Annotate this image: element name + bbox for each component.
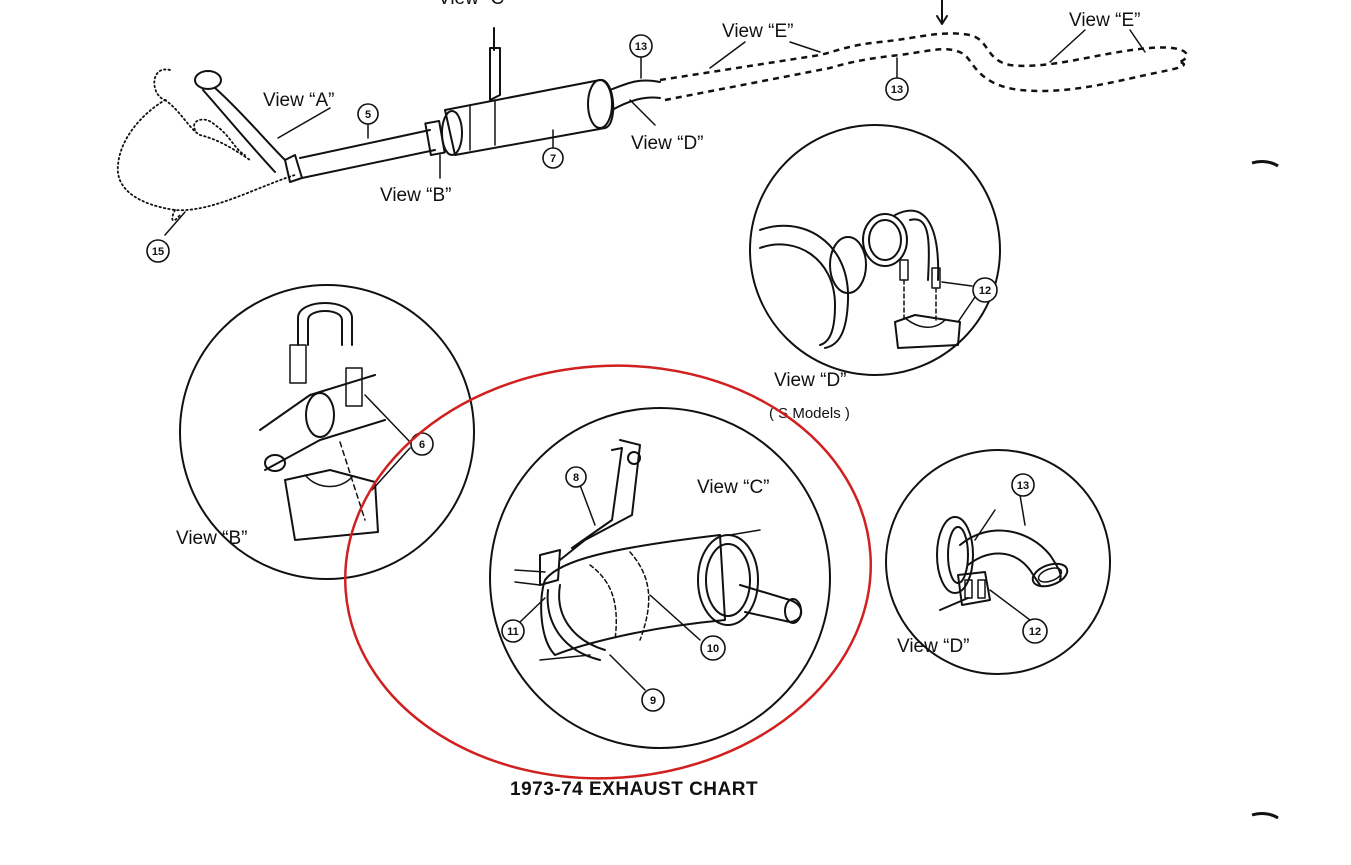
callout-10: 10 [700, 635, 726, 661]
callout-13-top: 13 [629, 34, 653, 58]
callout-13-view-d: 13 [1011, 473, 1035, 497]
callout-15: 15 [146, 239, 170, 263]
svg-text:8: 8 [573, 472, 579, 484]
edge-mark-bottom [1251, 812, 1279, 820]
svg-text:5: 5 [365, 109, 371, 121]
view-e-label-2: View “E” [1069, 10, 1140, 31]
view-d-label-top: View “D” [631, 133, 704, 154]
callout-8: 8 [565, 466, 587, 488]
view-d-s-models-detail: 12 View “D” ( S Models ) [749, 124, 1001, 422]
callout-11: 11 [501, 619, 525, 643]
view-a-label: View “A” [263, 90, 334, 111]
view-e-label-1: View “E” [722, 21, 793, 42]
callout-6: 6 [410, 432, 434, 456]
svg-text:13: 13 [891, 84, 903, 96]
pipe-flange [194, 70, 222, 90]
callout-9: 9 [641, 688, 665, 712]
view-d-detail: 13 12 View “D” [885, 449, 1111, 675]
svg-text:15: 15 [152, 246, 164, 258]
svg-text:9: 9 [650, 695, 656, 707]
svg-text:7: 7 [550, 153, 556, 165]
callout-12-s-models: 12 [972, 277, 998, 303]
callout-13-tailpipe: 13 [885, 77, 909, 101]
view-d-label: View “D” [897, 636, 970, 657]
view-c-detail: 8 11 10 9 View “C” [489, 407, 831, 749]
view-b-label: View “B” [176, 528, 247, 549]
callout-7: 7 [542, 147, 564, 169]
svg-text:12: 12 [979, 285, 991, 297]
main-exhaust-assembly: View “C” View “A” View “B” View “D” View… [117, 0, 1188, 263]
callout-12-view-d: 12 [1022, 618, 1048, 644]
view-b-label-top: View “B” [380, 185, 451, 206]
svg-text:13: 13 [635, 41, 647, 53]
view-c-label: View “C” [697, 477, 770, 498]
edge-mark-top [1251, 160, 1279, 168]
highlight-ellipse [343, 364, 873, 780]
chart-title: 1973-74 EXHAUST CHART [510, 779, 758, 800]
view-d-s-models-label: View “D” [774, 370, 847, 391]
svg-text:11: 11 [507, 626, 519, 638]
callout-5: 5 [357, 103, 379, 125]
view-b-detail: 6 View “B” [176, 284, 475, 580]
svg-text:6: 6 [419, 439, 425, 451]
svg-text:12: 12 [1029, 626, 1041, 638]
svg-text:13: 13 [1017, 480, 1029, 492]
svg-text:10: 10 [707, 643, 719, 655]
view-c-label-top: View “C” [438, 0, 511, 9]
